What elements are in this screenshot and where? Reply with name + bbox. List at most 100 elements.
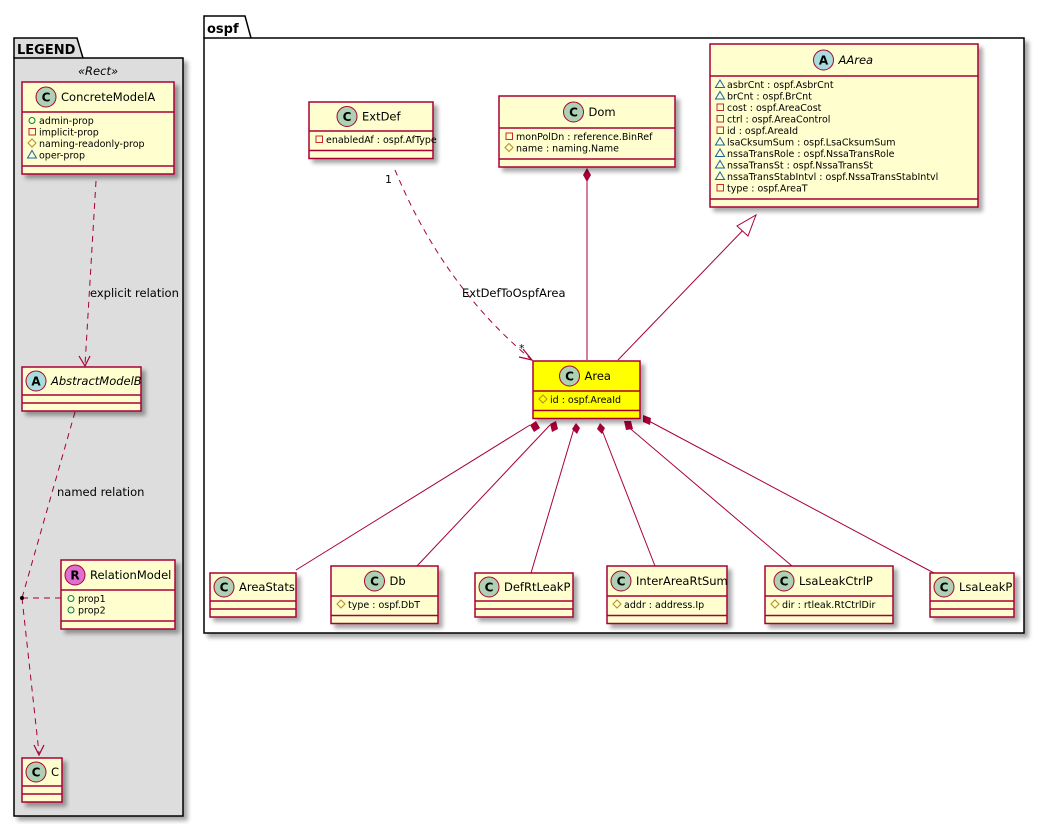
private-visibility-icon: [716, 184, 724, 192]
class-attribute: brCnt : ospf.BrCnt: [714, 90, 812, 103]
generalization-arrowhead: [736, 213, 757, 237]
class-attribute: enabledAf : ospf.AfType: [315, 135, 437, 146]
class-attribute: id : ospf.AreaId: [538, 394, 621, 406]
relation-junction-dot: [20, 596, 24, 600]
legend-package-name: LEGEND: [17, 43, 76, 58]
abstract-class-badge-icon: A: [813, 49, 834, 71]
class-interareartsum[interactable]: C InterAreaRtSum addr : address.Ip: [606, 565, 728, 625]
svg-text:C: C: [485, 581, 494, 595]
class-name: AreaStats: [239, 580, 295, 594]
attribute-text: type : ospf.AreaT: [727, 184, 808, 195]
class-attribute: nssaTransSt : ospf.NssaTransSt: [714, 159, 873, 172]
attribute-text: asbrCnt : ospf.AsbrCnt: [727, 80, 834, 91]
attribute-text: ctrl : ospf.AreaControl: [727, 115, 830, 126]
class-attribute: ctrl : ospf.AreaControl: [716, 115, 830, 126]
attribute-text: prop2: [78, 606, 106, 617]
composition-diamond: [643, 415, 651, 425]
package-visibility-icon: [714, 90, 726, 100]
class-attribute: dir : rtleak.RtCtrlDir: [770, 599, 875, 611]
class-badge-icon: C: [35, 86, 57, 108]
class-defrtleakp[interactable]: C DefRtLeakP: [474, 572, 574, 618]
class-name: InterAreaRtSum: [636, 574, 728, 588]
attribute-text: monPolDn : reference.BinRef: [516, 132, 653, 143]
extdef-to-area-label: ExtDefToOspfArea: [462, 286, 566, 300]
private-visibility-icon: [716, 103, 724, 111]
attribute-text: id : ospf.AreaId: [550, 395, 621, 406]
attribute-text: enabledAf : ospf.AfType: [326, 135, 437, 146]
class-attribute: nssaTransRole : ospf.NssaTransRole: [714, 148, 895, 160]
private-visibility-icon: [28, 128, 36, 136]
class-attribute: naming-readonly-prop: [27, 138, 145, 150]
svg-text:C: C: [32, 766, 41, 780]
class-areastats[interactable]: C AreaStats: [209, 572, 297, 618]
attribute-text: naming-readonly-prop: [39, 139, 145, 150]
legend-package-tab: [13, 37, 84, 59]
class-name: AbstractModelB: [50, 374, 142, 388]
ospf-package-tab: [203, 15, 252, 39]
relations-layer: explicit relation named relation ExtDefT…: [20, 168, 935, 757]
extdef-to-area-arrowhead: [518, 348, 534, 361]
package-visibility-icon: [714, 171, 726, 180]
class-attribute: monPolDn : reference.BinRef: [505, 132, 653, 143]
svg-text:R: R: [70, 569, 79, 583]
svg-text:C: C: [565, 370, 574, 384]
area-interareartsum-line: [599, 424, 656, 567]
svg-text:C: C: [370, 575, 379, 589]
class-attribute: cost : ospf.AreaCost: [716, 103, 822, 114]
ospf-package-name: ospf: [207, 22, 239, 37]
attribute-text: oper-prop: [39, 151, 85, 162]
private-visibility-icon: [716, 126, 724, 134]
attribute-text: nssaTransSt : ospf.NssaTransSt: [727, 161, 873, 172]
class-abstract-model-b[interactable]: A AbstractModelB: [21, 366, 142, 412]
class-name: RelationModel: [90, 568, 171, 582]
package-visibility-icon: [714, 79, 726, 88]
abstract-class-badge-icon: A: [25, 370, 47, 392]
class-attribute: id : ospf.AreaId: [716, 126, 798, 137]
svg-text:C: C: [780, 575, 789, 589]
attribute-text: implicit-prop: [39, 128, 99, 139]
class-attribute: lsaCksumSum : ospf.LsaCksumSum: [714, 136, 896, 149]
attribute-text: lsaCksumSum : ospf.LsaCksumSum: [727, 138, 896, 149]
protected-visibility-icon: [27, 138, 37, 148]
class-badge-icon: C: [773, 570, 795, 592]
attribute-text: addr : address.Ip: [624, 600, 704, 611]
explicit-relation-label: explicit relation: [90, 286, 179, 300]
area-db-line: [416, 424, 551, 567]
attribute-text: prop1: [78, 594, 106, 605]
private-visibility-icon: [315, 135, 323, 143]
relation-badge-icon: R: [64, 564, 86, 586]
class-attribute: prop2: [67, 606, 106, 617]
svg-text:C: C: [940, 581, 949, 595]
svg-text:C: C: [220, 581, 229, 595]
protected-visibility-icon: [612, 599, 622, 609]
class-badge-icon: C: [559, 365, 580, 387]
attribute-text: type : ospf.DbT: [348, 600, 420, 611]
class-attribute: implicit-prop: [28, 128, 99, 139]
class-badge-icon: C: [478, 576, 500, 598]
class-attribute: nssaTransStabIntvl : ospf.NssaTransStabI…: [714, 171, 938, 183]
svg-text:C: C: [617, 575, 626, 589]
class-name: ExtDef: [362, 110, 402, 124]
class-box: [709, 43, 979, 208]
class-badge-icon: C: [213, 576, 235, 598]
protected-visibility-icon: [336, 599, 346, 609]
svg-text:A: A: [31, 375, 41, 389]
composition-diamond: [624, 421, 633, 430]
svg-text:A: A: [819, 54, 829, 68]
area-multiplicity: *: [519, 342, 525, 355]
protected-visibility-icon: [770, 599, 780, 609]
class-attribute: admin-prop: [28, 116, 94, 127]
class-name: DefRtLeakP: [504, 580, 570, 594]
attribute-text: id : ospf.AreaId: [727, 126, 798, 137]
